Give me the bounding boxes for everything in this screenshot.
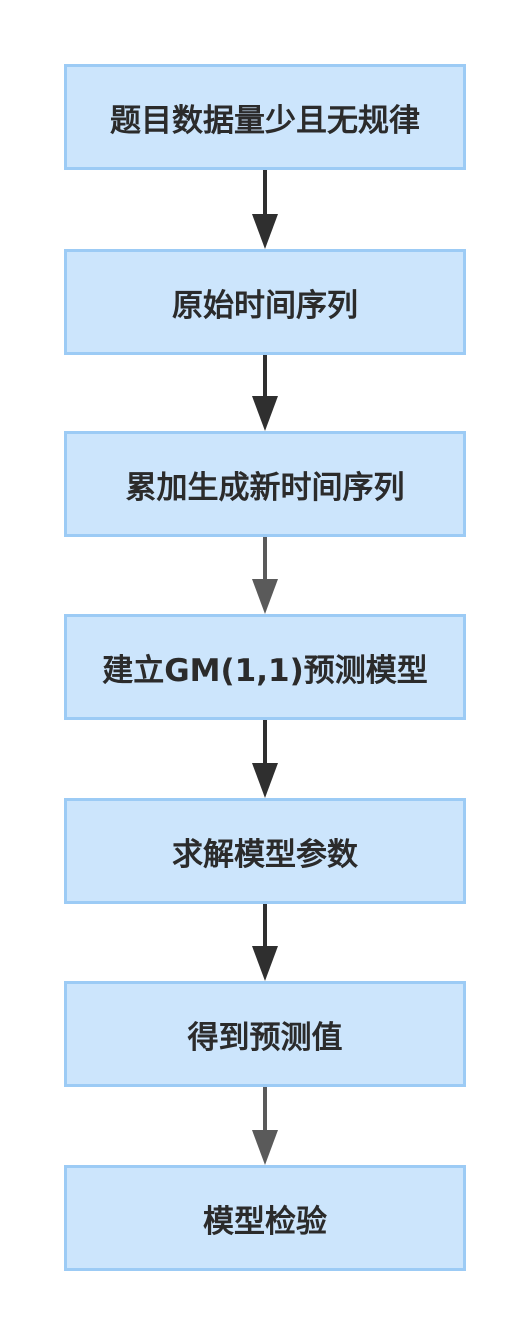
- step-label-3: 累加生成新时间序列: [125, 469, 405, 506]
- step-box-1: 题目数据量少且无规律: [64, 64, 466, 170]
- step-label-2: 原始时间序列: [172, 287, 358, 324]
- step-box-4: 建立GM(1,1)预测模型: [64, 614, 466, 720]
- step-label-5: 求解模型参数: [172, 836, 358, 873]
- arrow-down-icon: [252, 904, 278, 981]
- step-label-1: 题目数据量少且无规律: [110, 102, 420, 139]
- step-box-2: 原始时间序列: [64, 249, 466, 355]
- step-label-7: 模型检验: [203, 1203, 327, 1240]
- step-box-7: 模型检验: [64, 1165, 466, 1271]
- step-label-4: 建立GM(1,1)预测模型: [102, 652, 428, 689]
- arrow-down-icon: [252, 170, 278, 249]
- arrow-down-icon: [252, 1087, 278, 1165]
- arrow-down-icon: [252, 355, 278, 431]
- step-box-6: 得到预测值: [64, 981, 466, 1087]
- step-box-5: 求解模型参数: [64, 798, 466, 904]
- step-box-3: 累加生成新时间序列: [64, 431, 466, 537]
- arrow-down-icon: [252, 720, 278, 798]
- arrow-down-icon: [252, 537, 278, 614]
- step-label-6: 得到预测值: [187, 1019, 343, 1056]
